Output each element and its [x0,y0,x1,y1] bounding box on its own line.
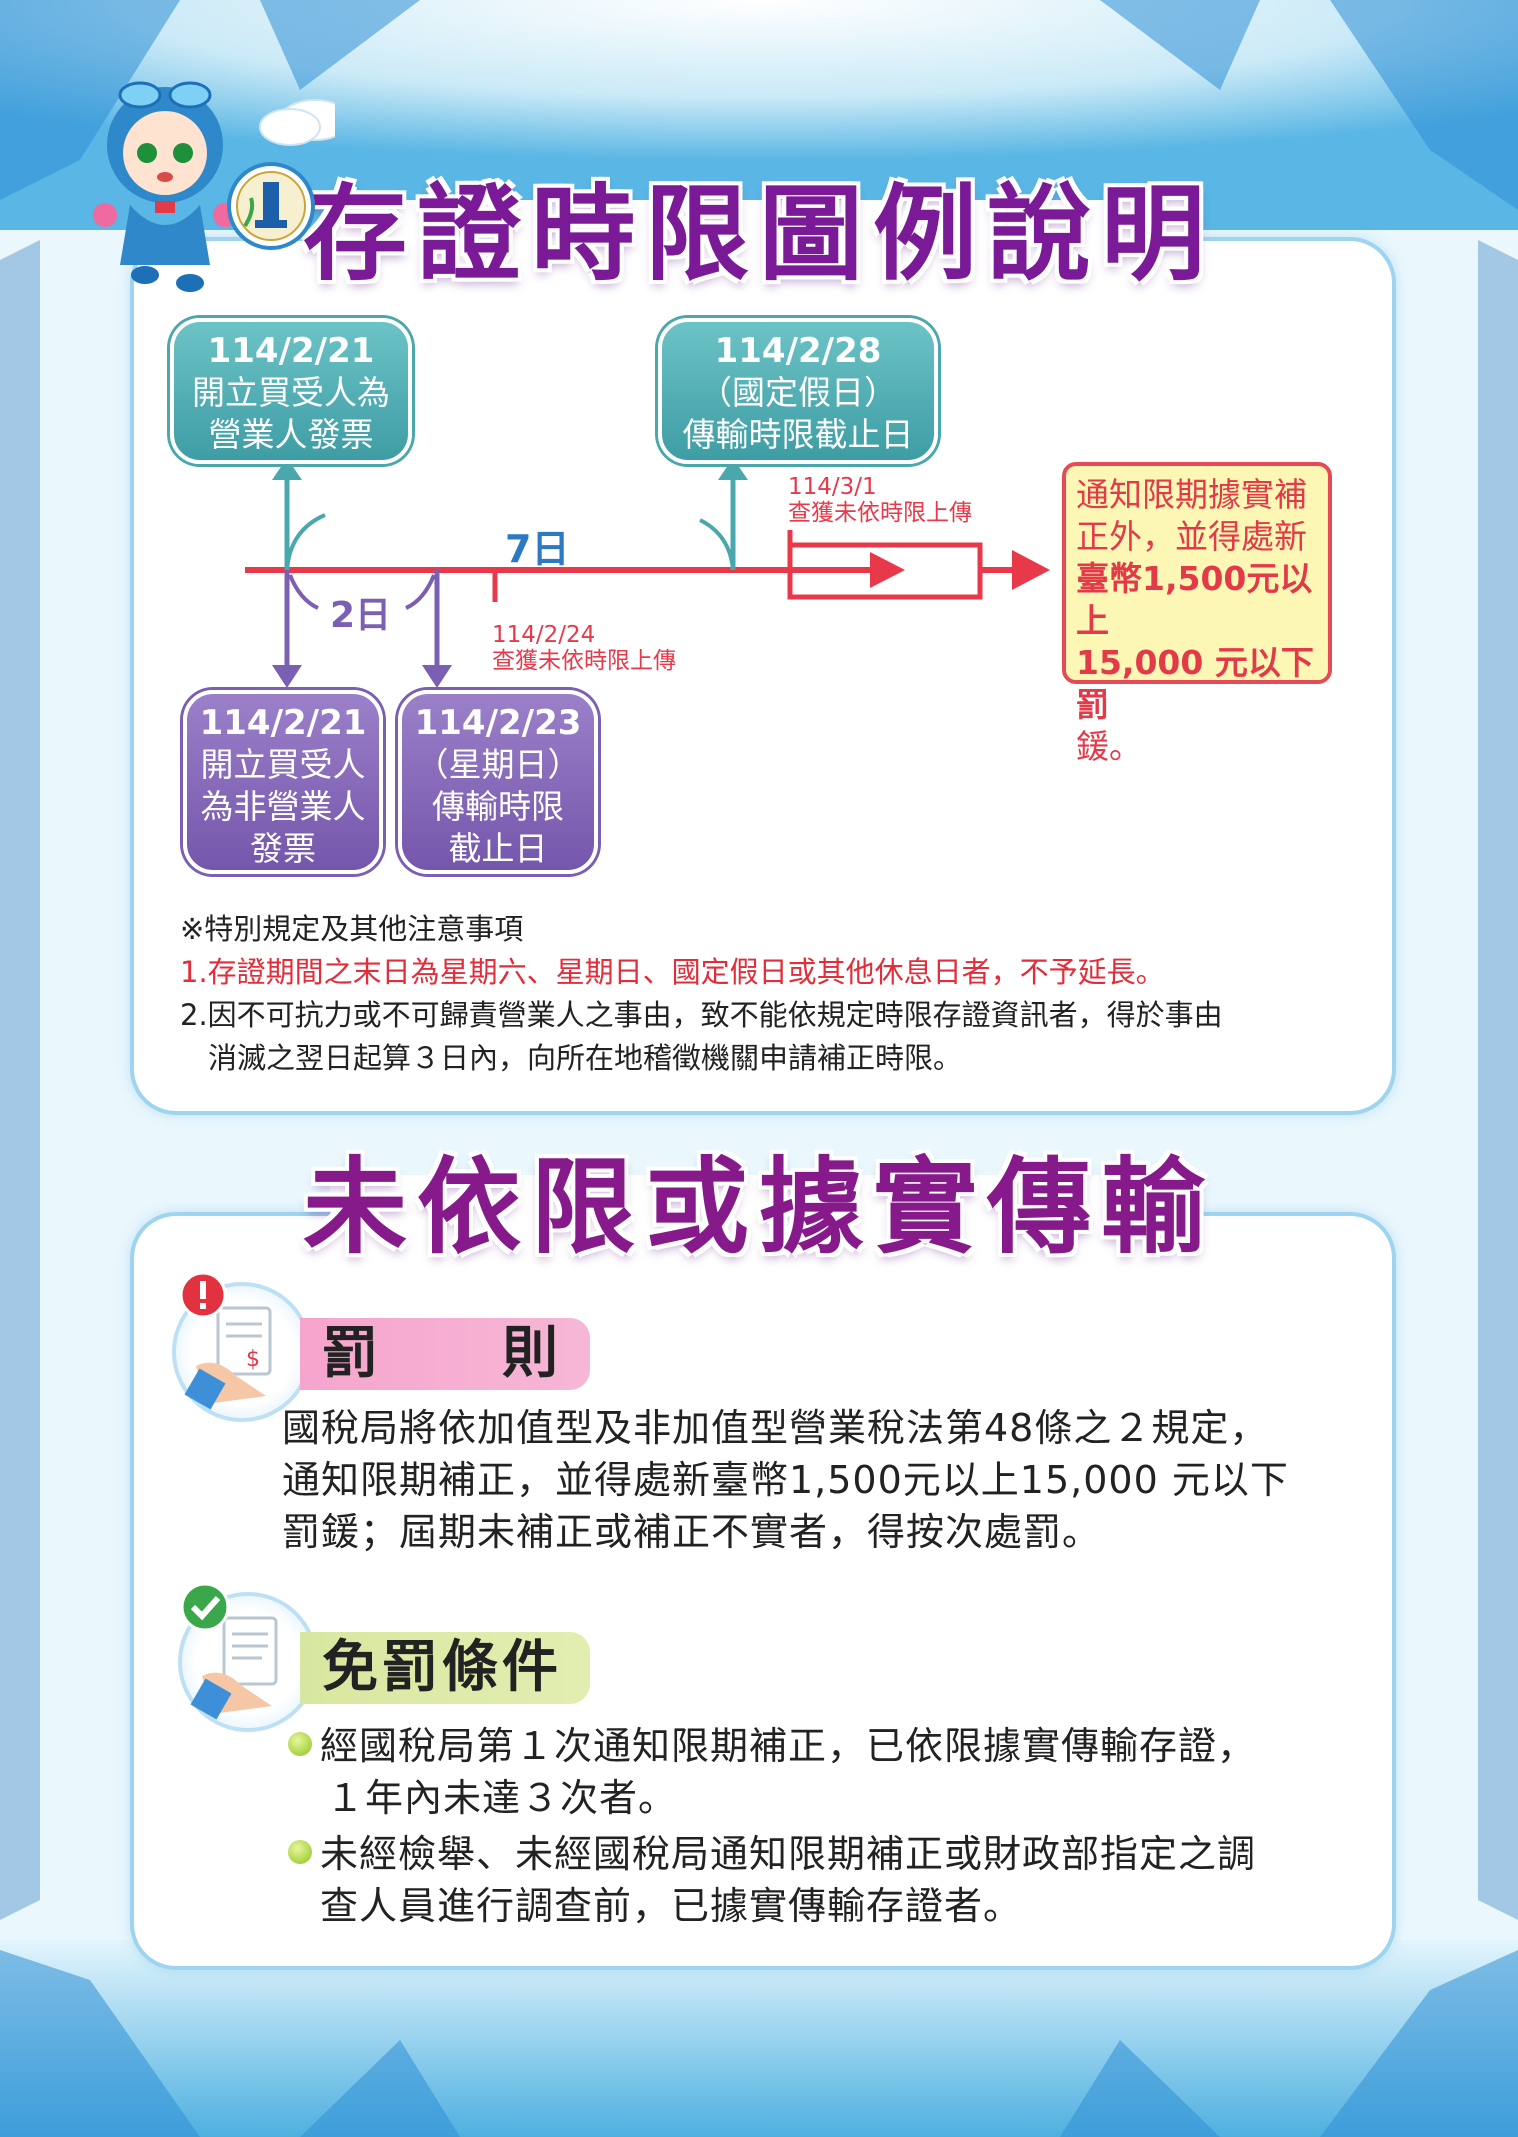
penalty-line: 15,000 元以下罰 [1076,643,1314,724]
label-2-days: 2日 [330,595,392,636]
bullet-dot-icon [288,1732,312,1756]
exempt-line: 未經檢舉、未經國稅局通知限期補正或財政部指定之調 [320,1832,1257,1876]
box-b2c-invoice: 114/2/21 開立買受人 為非營業人 發票 [183,690,383,874]
title-backdrop [330,200,1190,270]
exempt-item-1: 經國稅局第１次通知限期補正，已依限據實傳輸存證， １年內未達３次者。 [320,1720,1380,1824]
notes-block: ※特別規定及其他注意事項 1.存證期間之末日為星期六、星期日、國定假日或其他休息… [180,908,1360,1080]
upper-check-date: 114/3/1 [788,474,877,500]
box-line: 開立買受人為 [192,373,390,412]
exempt-heading: 免罰條件 [300,1632,590,1704]
box-line: 營業人發票 [208,415,374,454]
mascot-character-icon [93,81,335,292]
box-date: 114/2/21 [207,331,375,371]
exempt-line: １年內未達３次者。 [326,1776,678,1820]
box-line: （星期日） [415,745,581,784]
note-2-line-1: 2.因不可抗力或不可歸責營業人之事由，致不能依規定時限存證資訊者，得於事由 [180,998,1223,1032]
exclamation-icon [179,1271,227,1319]
note-2-line-2: 消滅之翌日起算３日內，向所在地稽徵機關申請補正時限。 [208,1041,963,1075]
box-line: 傳輸時限截止日 [682,415,914,454]
lower-check-note: 114/2/24 查獲未依時限上傳 [492,622,676,674]
penalty-line: 臺幣1,500元以上 [1076,559,1313,640]
penalty-line: 鍰。 [1076,727,1142,766]
fine-heading: 罰 則 [300,1318,590,1390]
check-icon [180,1582,230,1632]
penalty-box: 通知限期據實補 正外，並得處新 臺幣1,500元以上 15,000 元以下罰 鍰… [1062,462,1332,766]
box-date: 114/2/21 [199,703,367,743]
box-date: 114/2/28 [714,331,882,371]
notes-heading: ※特別規定及其他注意事項 [180,912,524,946]
label-7-days: 7日 [505,527,570,571]
lower-check-date: 114/2/24 [492,622,596,648]
tax-bureau-logo-icon [227,162,315,250]
penalty-line: 通知限期據實補 [1076,475,1307,514]
box-line: 開立買受人 [200,745,366,784]
box-line: 為非營業人 [200,787,366,826]
box-line: 傳輸時限 [432,787,564,826]
fine-line: 通知限期補正，並得處新臺幣1,500元以上15,000 元以下 [282,1458,1289,1502]
fine-line: 罰鍰；屆期未補正或補正不實者，得按次處罰。 [282,1510,1102,1554]
note-1: 1.存證期間之末日為星期六、星期日、國定假日或其他休息日者，不予延長。 [180,955,1165,989]
exempt-line: 經國稅局第１次通知限期補正，已依限據實傳輸存證， [320,1724,1257,1768]
section-title-penalty: 未依限或據實傳輸 [302,1146,1215,1268]
bullet-dot-icon [288,1840,312,1864]
title-backdrop [330,1175,1190,1245]
upper-check-text: 查獲未依時限上傳 [788,500,972,526]
box-deadline-sunday: 114/2/23 （星期日） 傳輸時限 截止日 [398,690,598,874]
box-line: 截止日 [448,829,548,868]
box-line: （國定假日） [699,373,897,412]
box-deadline-holiday: 114/2/28 （國定假日） 傳輸時限截止日 [658,318,938,464]
exempt-line: 查人員進行調查前，已據實傳輸存證者。 [320,1884,1023,1928]
svg-text:$: $ [246,1347,260,1372]
upper-check-note: 114/3/1 查獲未依時限上傳 [788,474,972,526]
lower-check-text: 查獲未依時限上傳 [492,648,676,674]
box-date: 114/2/23 [414,703,582,743]
box-b2b-invoice: 114/2/21 開立買受人為 營業人發票 [170,318,412,464]
penalty-line: 正外，並得處新 [1076,517,1307,556]
exempt-item-2: 未經檢舉、未經國稅局通知限期補正或財政部指定之調 查人員進行調查前，已據實傳輸存… [320,1828,1380,1932]
section-title-timeline: 存證時限圖例說明 [302,173,1215,295]
box-line: 發票 [250,829,316,868]
fine-description: 國稅局將依加值型及非加值型營業稅法第48條之２規定， 通知限期補正，並得處新臺幣… [282,1402,1362,1558]
fine-line: 國稅局將依加值型及非加值型營業稅法第48條之２規定， [282,1406,1269,1450]
